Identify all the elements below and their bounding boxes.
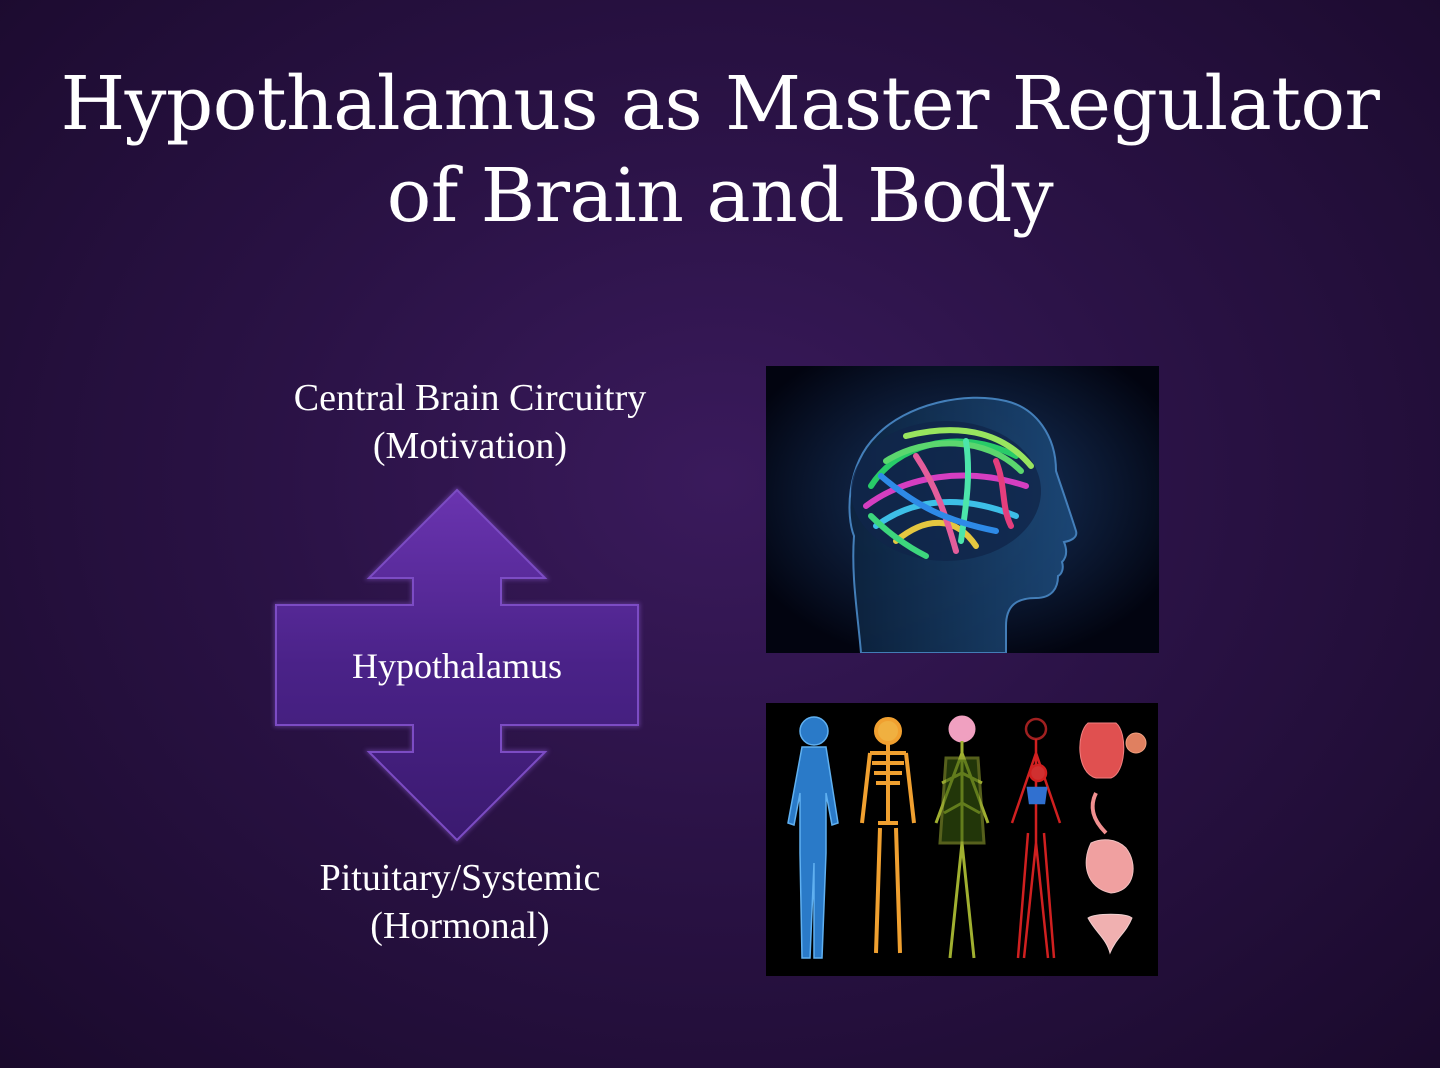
skin-figure (787, 716, 839, 959)
bottom-label: Pituitary/Systemic (Hormonal) (200, 854, 720, 950)
arrow-shape (275, 488, 639, 842)
top-label-line-2: (Motivation) (372, 425, 568, 467)
slide-title: Hypothalamus as Master Regulator of Brai… (40, 58, 1400, 242)
body-systems-anatomy-icon (766, 703, 1158, 976)
top-label-line-1: Central Brain Circuitry (293, 377, 647, 419)
double-arrow-icon: Hypothalamus (274, 487, 640, 843)
title-line-2: of Brain and Body (386, 153, 1054, 239)
brain-image (766, 366, 1159, 653)
bottom-label-line-2: (Hormonal) (370, 905, 550, 947)
skeleton-figure (860, 717, 916, 954)
top-label: Central Brain Circuitry (Motivation) (200, 374, 740, 470)
title-line-1: Hypothalamus as Master Regulator (60, 61, 1380, 147)
head-brain-tractography-icon (766, 366, 1159, 653)
organs-figure (1079, 722, 1147, 955)
body-systems-image (766, 703, 1158, 976)
center-label: Hypothalamus (352, 646, 562, 686)
nervous-figure (934, 715, 990, 959)
bottom-label-line-1: Pituitary/Systemic (319, 857, 601, 899)
circulatory-figure (1010, 717, 1062, 959)
